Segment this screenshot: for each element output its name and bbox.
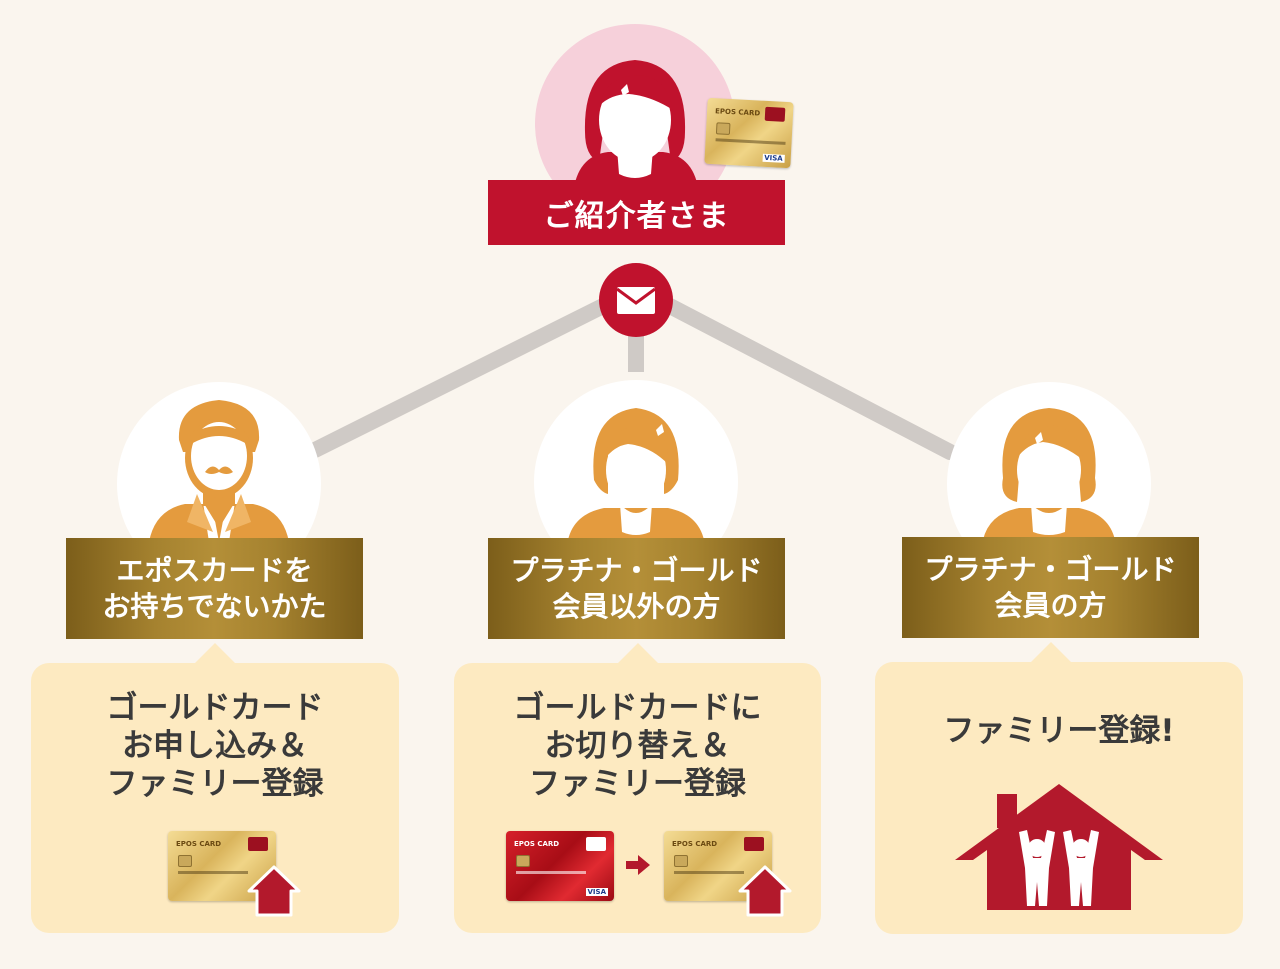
panel-text-line: ゴールドカード (106, 690, 324, 726)
referrer-label-text: ご紹介者さま (543, 198, 730, 234)
panel-pointer (1029, 642, 1073, 664)
line-to-right (660, 297, 958, 460)
card-chip-icon (674, 855, 688, 867)
panel-non-platinum-gold: ゴールドカードに お切り替え＆ ファミリー登録 EPOS CARD VISA E… (454, 663, 821, 933)
referrer-avatar (535, 24, 735, 194)
line-to-left (307, 297, 613, 458)
panel-text: ゴールドカードに お切り替え＆ ファミリー登録 (454, 689, 821, 803)
panel-no-card: ゴールドカード お申し込み＆ ファミリー登録 EPOS CARD (31, 663, 399, 933)
target-label-line: 会員以外の方 (552, 589, 721, 623)
card-logo-icon (744, 837, 764, 851)
target-label-line: プラチナ・ゴールド (510, 553, 763, 587)
family-house-icon (955, 784, 1163, 910)
woman-avatar (947, 382, 1151, 540)
panel-text-line: ファミリー登録! (943, 713, 1175, 749)
panel-pointer (193, 643, 237, 665)
arrow-right-icon (626, 855, 650, 875)
card-number-strip (516, 871, 586, 874)
card-logo-icon (764, 106, 786, 122)
man-avatar (117, 382, 321, 542)
card-number-strip (715, 138, 786, 145)
small-house-icon (738, 865, 792, 917)
card-brand-text: EPOS CARD (514, 840, 560, 848)
target-label-line: お持ちでないかた (102, 589, 327, 623)
card-logo-icon (586, 837, 606, 851)
card-brand-text: EPOS CARD (176, 840, 222, 848)
card-network-text: VISA (762, 153, 785, 163)
card-logo-icon (248, 837, 268, 851)
referrer-label: ご紹介者さま (488, 180, 785, 245)
target-label-platinum-gold: プラチナ・ゴールド 会員の方 (902, 537, 1199, 638)
envelope-icon (599, 263, 673, 337)
target-label-line: エポスカードを (116, 553, 313, 587)
panel-platinum-gold: ファミリー登録! (875, 662, 1243, 934)
card-chip-icon (516, 855, 530, 867)
referrer-gold-card: EPOS CARD VISA (704, 97, 794, 169)
panel-text: ファミリー登録! (875, 712, 1243, 750)
target-label-line: 会員の方 (994, 588, 1107, 622)
card-number-strip (178, 871, 248, 874)
panel-text-line: ファミリー登録 (106, 766, 324, 802)
red-card: EPOS CARD VISA (506, 831, 614, 901)
gold-card: EPOS CARD (168, 831, 276, 901)
card-brand-text: EPOS CARD (672, 840, 718, 848)
panel-text-line: ファミリー登録 (529, 766, 746, 802)
target-label-no-card: エポスカードを お持ちでないかた (66, 538, 363, 639)
card-number-strip (674, 871, 744, 874)
card-chip-icon (178, 855, 192, 867)
panel-text-line: お申し込み＆ (122, 728, 308, 764)
panel-text-line: ゴールドカードに (513, 690, 762, 726)
card-brand-text: EPOS CARD (714, 107, 761, 118)
panel-text: ゴールドカード お申し込み＆ ファミリー登録 (31, 689, 399, 803)
panel-text-line: お切り替え＆ (544, 728, 731, 764)
small-house-icon (247, 865, 301, 917)
panel-pointer (616, 643, 660, 665)
target-label-line: プラチナ・ゴールド (924, 552, 1177, 586)
card-chip-icon (715, 122, 731, 136)
woman-short-hair-avatar (534, 380, 738, 540)
card-network-text: VISA (585, 888, 608, 896)
target-label-non-platinum-gold: プラチナ・ゴールド 会員以外の方 (488, 538, 785, 639)
